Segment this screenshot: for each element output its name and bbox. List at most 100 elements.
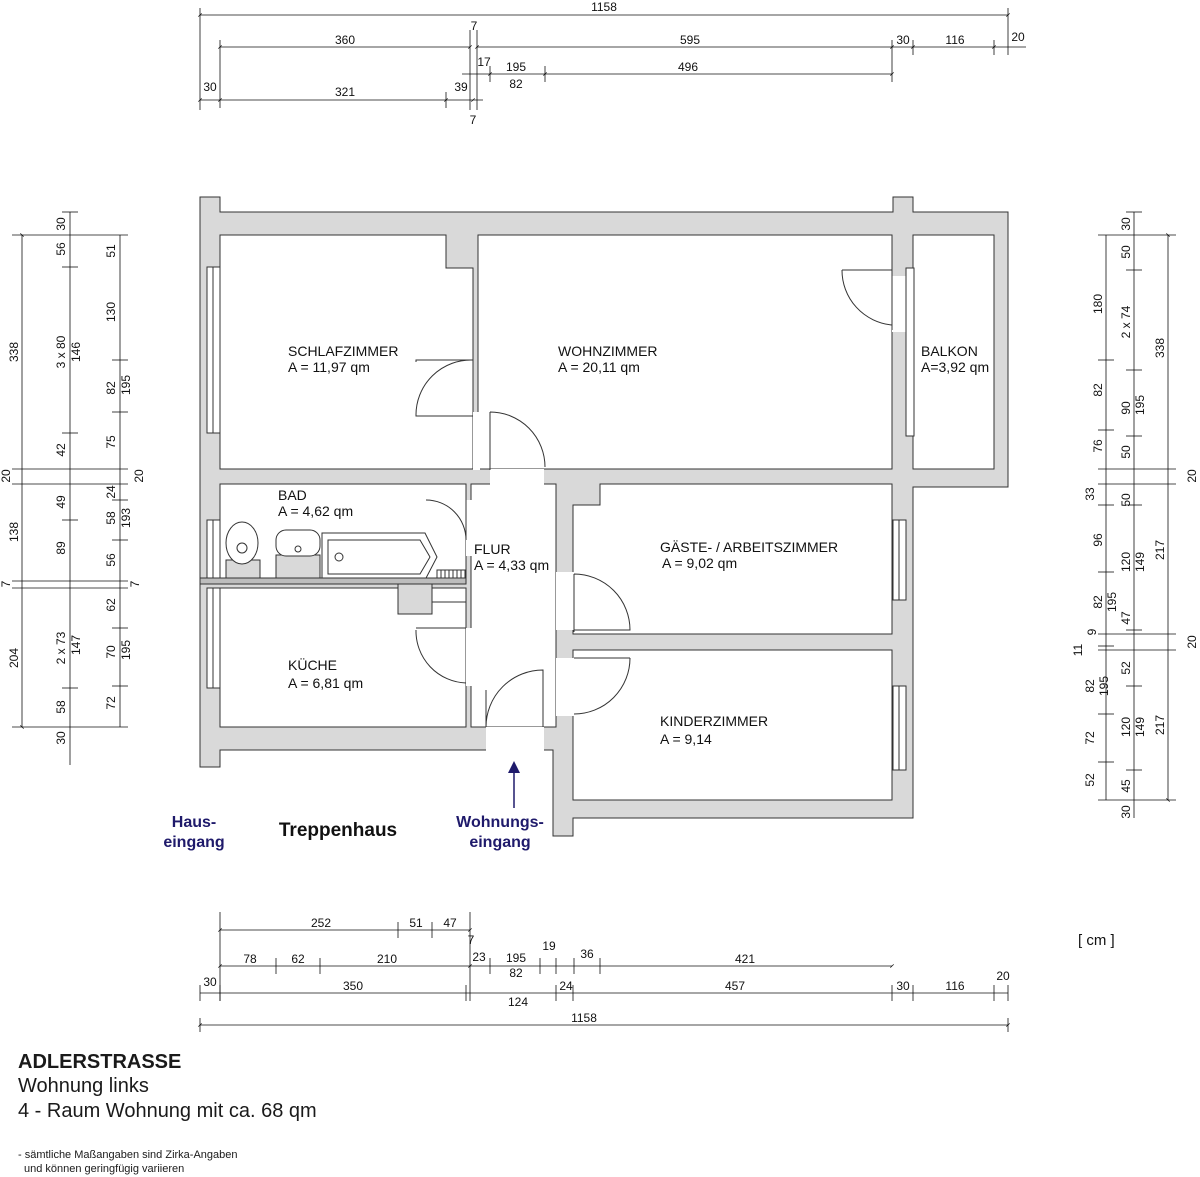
dim-right-q: 217 [1153,540,1167,560]
dim-right-l: 33 [1083,487,1097,501]
dim-left-ae: 30 [54,731,68,745]
sink [275,529,321,557]
room-bad-area: A = 4,62 qm [278,503,353,519]
dim-left-t: 56 [104,553,118,567]
windows [206,266,915,771]
dim-top-m: 39 [454,80,468,94]
dim-right-k: 20 [1185,469,1199,483]
dim-right-f: 82 [1091,383,1105,397]
dim-right-ag: 30 [1119,805,1133,819]
dim-right-m: 50 [1119,493,1133,507]
dim-bottom-a: 252 [311,916,331,930]
room-kinderzimmer-name: KINDERZIMMER [660,713,768,729]
dim-bottom-b: 51 [409,916,423,930]
dim-left-r: 58 [104,511,118,525]
dim-right-ad: 72 [1083,731,1097,745]
dim-right-c: 180 [1091,294,1105,314]
dim-bottom-d: 7 [468,933,475,947]
room-flur-area: A = 4,33 qm [474,557,549,573]
dim-top-d: 30 [896,33,910,47]
dim-left-k: 75 [104,435,118,449]
dim-bottom-r: 457 [725,979,745,993]
dim-bottom-o: 350 [343,979,363,993]
dim-top-b: 360 [335,33,355,47]
dim-bottom-n: 30 [203,975,217,989]
dim-left-a: 30 [54,217,68,231]
dim-left-p: 138 [7,522,21,542]
disclaimer-note: - sämtliche Maßangaben sind Zirka-Angabe… [18,1148,238,1176]
dim-top-i: 82 [509,77,523,91]
disclaimer-line-1: - sämtliche Maßangaben sind Zirka-Angabe… [18,1149,238,1161]
dim-left-s: 193 [119,508,133,528]
dim-right-y: 82 [1083,679,1097,693]
dim-left-n: 49 [54,495,68,509]
dim-right-ac: 217 [1153,715,1167,735]
dim-right-r: 82 [1091,595,1105,609]
dim-right-j: 50 [1119,445,1133,459]
dim-left-i: 195 [119,375,133,395]
dim-left-y: 2 x 73 [54,631,68,664]
dim-right-p: 149 [1133,552,1147,572]
door-openings [466,276,914,751]
dim-left-w: 62 [104,598,118,612]
dim-left-ac: 58 [54,700,68,714]
disclaimer-line-2: und können geringfügig variieren [24,1163,185,1175]
room-wohnzimmer-area: A = 20,11 qm [558,359,640,375]
dim-left-z: 147 [69,635,83,655]
dim-left-m: 20 [132,469,146,483]
dim-left-j: 42 [54,443,68,457]
dim-left-ad: 72 [104,696,118,710]
room-schlafzimmer-area: A = 11,97 qm [288,359,370,375]
dim-right-s: 195 [1105,592,1119,612]
dim-right-u: 20 [1185,635,1199,649]
dim-top-total: 1158 [591,0,617,14]
plan-title-block: ADLERSTRASSE Wohnung links 4 - Raum Wohn… [18,1050,317,1124]
dim-right-ae: 52 [1083,773,1097,787]
dim-right-v: 9 [1085,628,1099,635]
dim-left-v: 7 [128,580,142,587]
dim-top-e: 116 [945,33,964,47]
dim-left-f: 146 [69,342,83,362]
dimension-texts-top: 1158 7 360 595 30 116 20 17 195 82 496 3… [203,0,1025,127]
dim-left-aa: 70 [104,645,118,659]
dim-right-b: 50 [1119,245,1133,259]
room-gaeste-name: GÄSTE- / ARBEITSZIMMER [660,539,838,555]
dimension-texts-left: 30 56 51 338 3 x 80 146 130 82 195 42 75… [0,217,146,745]
room-balkon-name: BALKON [921,343,978,359]
dim-right-i: 76 [1091,439,1105,453]
unit-label: [ cm ] [1078,932,1115,949]
dim-top-c: 595 [680,33,700,47]
dim-bottom-t: 116 [945,979,964,993]
dim-right-a: 30 [1119,217,1133,231]
dimension-lines [12,8,1176,1032]
dim-top-g: 17 [477,55,491,69]
dim-bottom-c: 47 [443,916,457,930]
apartment-summary: 4 - Raum Wohnung mit ca. 68 qm [18,1100,317,1122]
dim-top-f: 20 [1011,30,1025,44]
street-name: ADLERSTRASSE [18,1051,182,1073]
dim-bottom-p: 124 [508,995,528,1009]
sink-counter [275,554,321,582]
bath-fixtures [199,521,467,615]
room-kinderzimmer-area: A = 9,14 [660,731,712,747]
dim-bottom-u: 20 [996,969,1010,983]
entrance-labels: Haus- eingang Treppenhaus Wohnungs- eing… [163,761,544,851]
room-gaeste-area: A = 9,02 qm [662,555,737,571]
wohnungseingang-label-1: Wohnungs- [456,814,544,831]
room-kueche-name: KÜCHE [288,656,337,673]
room-bad-name: BAD [278,487,307,503]
dim-top-h: 195 [506,60,526,74]
dim-bottom-e: 78 [243,952,257,966]
dim-left-g: 130 [104,302,118,322]
room-wohnzimmer-name: WOHNZIMMER [558,343,658,359]
dim-left-q: 89 [54,541,68,555]
dim-right-z: 195 [1097,676,1111,696]
dim-left-e: 3 x 80 [54,335,68,368]
room-kueche-area: A = 6,81 qm [288,675,363,691]
dim-left-x: 204 [7,648,21,668]
dim-right-w: 11 [1071,643,1085,656]
dimension-texts-right: 30 50 180 2 x 74 338 82 90 195 76 50 20 … [1071,217,1199,819]
dim-bottom-h: 23 [472,950,486,964]
dim-top-l: 321 [335,85,355,99]
dim-right-d: 2 x 74 [1119,305,1133,338]
